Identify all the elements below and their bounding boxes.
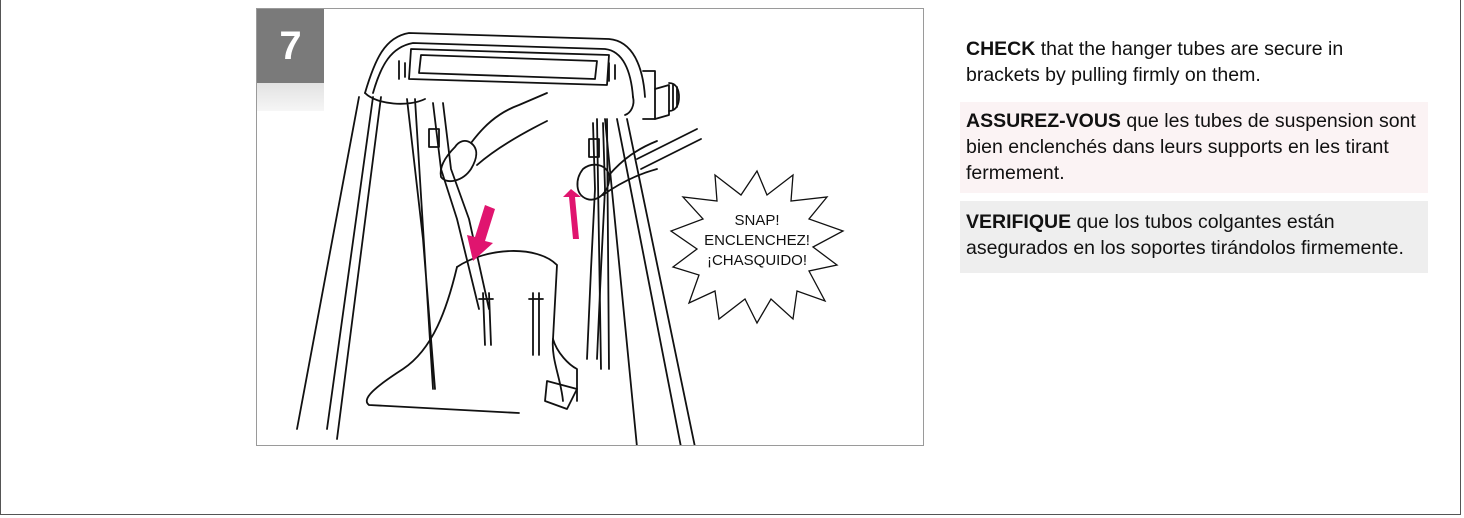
instruction-spanish: VERIFIQUE que los tubos colgantes están … [960, 201, 1428, 273]
step-badge-shadow [257, 83, 324, 111]
pull-arrows [467, 189, 581, 261]
arrow-up-icon [563, 189, 581, 239]
callout-text: SNAP! ENCLENCHEZ! ¡CHASQUIDO! [695, 211, 819, 271]
instruction-english: CHECK that the hanger tubes are secure i… [960, 36, 1428, 88]
callout-line-en: SNAP! [734, 212, 780, 229]
instruction-keyword-en: CHECK [966, 38, 1036, 60]
instruction-keyword-es: VERIFIQUE [966, 211, 1072, 233]
callout-line-fr: ENCLENCHEZ! [704, 232, 810, 249]
instruction-french: ASSUREZ-VOUS que les tubes de suspension… [960, 102, 1428, 193]
instructions-column: CHECK that the hanger tubes are secure i… [960, 36, 1428, 273]
instruction-text-es: que los tubos colgantes están asegurados… [966, 211, 1404, 259]
step-number-badge: 7 [257, 9, 324, 83]
callout-burst [669, 169, 845, 325]
swing-frame-drawing [296, 32, 702, 445]
step-illustration: SNAP! ENCLENCHEZ! ¡CHASQUIDO! 7 [256, 8, 924, 446]
arrow-up-icon [467, 205, 495, 261]
callout-line-es: ¡CHASQUIDO! [706, 252, 807, 269]
instruction-text-fr: que les tubes de suspension sont bien en… [966, 110, 1416, 184]
instruction-keyword-fr: ASSUREZ-VOUS [966, 110, 1121, 132]
instruction-text-en: that the hanger tubes are secure in brac… [966, 38, 1344, 86]
